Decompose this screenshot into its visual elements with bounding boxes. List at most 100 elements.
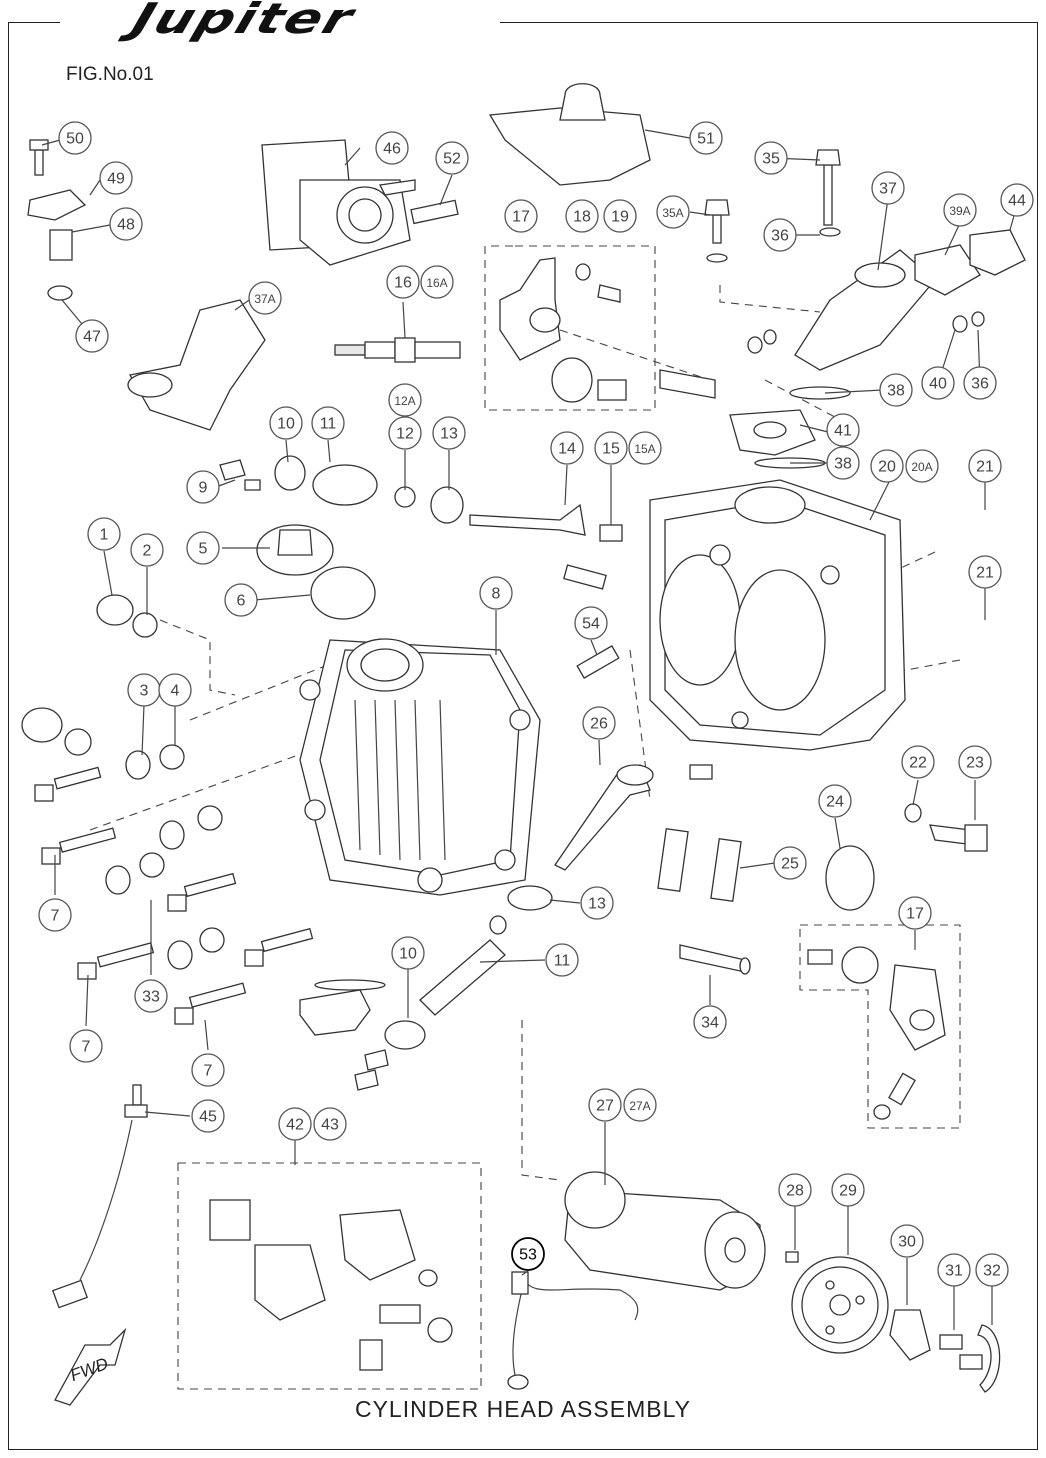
svg-text:15: 15 [602,441,620,458]
svg-text:3: 3 [140,683,149,700]
callout-15a: 15A [628,431,662,465]
callout-48: 48 [109,207,143,241]
callout-7: 7 [69,1029,103,1063]
group-box-rocker-bottom [799,924,961,1129]
svg-text:53: 53 [519,1247,537,1264]
svg-text:15A: 15A [634,442,655,456]
svg-text:28: 28 [786,1183,804,1200]
callout-10: 10 [269,406,303,440]
callout-36: 36 [763,218,797,252]
oil-plug-and-oring [96,524,376,638]
svg-text:12A: 12A [394,394,415,408]
rocker-arm-top [499,257,716,403]
callout-29: 29 [831,1173,865,1207]
callout-38: 38 [879,373,913,407]
upper-plate [488,83,651,186]
callout-7: 7 [191,1053,225,1087]
svg-text:19: 19 [611,209,629,226]
svg-text:50: 50 [66,131,84,148]
callout-2: 2 [130,533,164,567]
logo-area: Jupiter [60,0,500,44]
svg-text:35: 35 [762,151,780,168]
svg-text:44: 44 [1008,193,1026,210]
leader-head-low [89,739,341,831]
svg-text:13: 13 [440,426,458,443]
sensor-bracket [27,139,87,301]
svg-text:11: 11 [554,953,571,970]
callout-54: 54 [574,606,608,640]
svg-text:39A: 39A [949,204,970,218]
callout-21: 21 [968,555,1002,589]
svg-text:49: 49 [107,171,125,188]
svg-text:16: 16 [394,275,412,292]
svg-text:6: 6 [237,593,246,610]
callout-38: 38 [826,446,860,480]
svg-text:18: 18 [573,209,591,226]
callout-31: 31 [937,1253,971,1287]
callout-18: 18 [565,199,599,233]
head-bolts [21,707,314,1025]
svg-text:54: 54 [582,616,600,633]
callout-37: 37 [871,171,905,205]
svg-text:30: 30 [898,1234,916,1251]
svg-text:38: 38 [887,383,905,400]
svg-text:20A: 20A [911,460,932,474]
cam-sprocket [785,1251,889,1354]
cylinder-head-block [299,638,541,896]
svg-text:24: 24 [826,794,844,811]
head-kit-miniature [209,1199,453,1371]
svg-text:43: 43 [321,1117,339,1134]
callout-37a: 37A [248,281,282,315]
callout-27: 27 [588,1088,622,1122]
callout-42: 42 [278,1107,312,1141]
callout-12a: 12A [388,383,422,417]
spark-plug [334,337,461,363]
svg-text:13: 13 [588,896,606,913]
svg-text:36: 36 [771,228,789,245]
intake-pipe [704,149,1026,469]
callout-28: 28 [778,1173,812,1207]
sheet-border [8,22,1038,1450]
svg-text:38: 38 [834,456,852,473]
callout-13: 13 [580,886,614,920]
callout-13: 13 [432,416,466,450]
leader-stud [874,551,936,581]
svg-text:25: 25 [781,856,799,873]
group-box-camshaft [521,1020,561,1181]
svg-text:40: 40 [929,376,947,393]
svg-text:14: 14 [558,441,576,458]
callout-4: 4 [158,673,192,707]
svg-text:36: 36 [971,376,989,393]
callout-16a: 16A [420,265,454,299]
callout-17: 17 [504,199,538,233]
callout-6: 6 [224,583,258,617]
callout-39a: 39A [943,193,977,227]
svg-text:11: 11 [320,416,337,433]
lower-valve-parts [299,885,553,1091]
svg-text:16A: 16A [426,276,447,290]
group-box-rocker-top [484,245,656,411]
svg-text:5: 5 [199,541,208,558]
svg-text:48: 48 [117,217,135,234]
svg-text:17: 17 [512,209,530,226]
callout-43: 43 [313,1107,347,1141]
svg-text:29: 29 [839,1183,857,1200]
callout-24: 24 [818,784,852,818]
callout-52: 52 [435,141,469,175]
svg-text:9: 9 [199,480,208,497]
svg-text:12: 12 [396,426,414,443]
callout-30: 30 [890,1224,924,1258]
callout-9: 9 [186,470,220,504]
callout-8: 8 [479,576,513,610]
svg-text:27A: 27A [629,1099,650,1113]
callout-35a: 35A [656,195,690,229]
svg-text:52: 52 [443,151,461,168]
valve-train-upper [219,455,623,679]
callout-14: 14 [550,431,584,465]
svg-text:7: 7 [82,1039,91,1056]
cylinder-head-cam-side [649,479,906,751]
callout-12: 12 [388,416,422,450]
svg-text:22: 22 [909,755,927,772]
